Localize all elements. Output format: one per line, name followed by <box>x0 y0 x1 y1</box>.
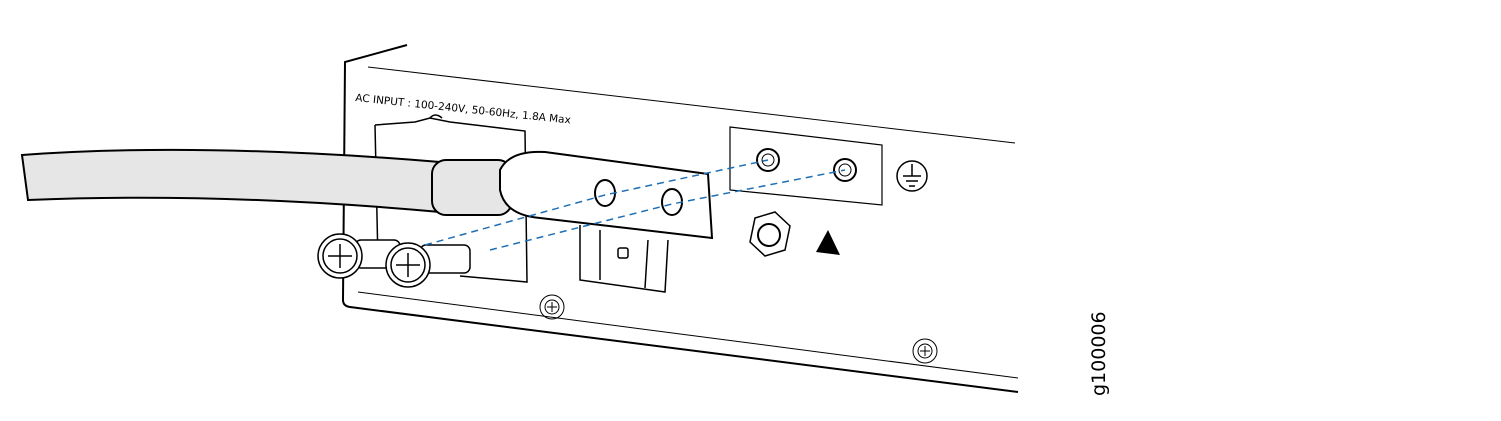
stud-hole <box>833 158 857 182</box>
figure-id: g100006 <box>1088 311 1110 396</box>
chassis-screw-icon <box>912 338 938 364</box>
ground-symbol-icon <box>896 160 928 192</box>
stud-hole <box>756 148 780 172</box>
chassis-bottom-edge <box>357 291 1019 379</box>
esd-jack <box>749 211 791 257</box>
alignment-guides <box>424 159 846 251</box>
screw <box>317 233 401 279</box>
ground-panel <box>729 126 883 206</box>
screw <box>385 242 471 288</box>
chassis-top-edge <box>367 66 1016 144</box>
esd-warning-icon <box>816 230 840 255</box>
grounding-lug <box>499 150 714 240</box>
chassis-screw-icon <box>539 294 565 320</box>
power-cable <box>20 148 441 214</box>
latch <box>579 225 669 293</box>
chassis-outline <box>341 44 1019 393</box>
